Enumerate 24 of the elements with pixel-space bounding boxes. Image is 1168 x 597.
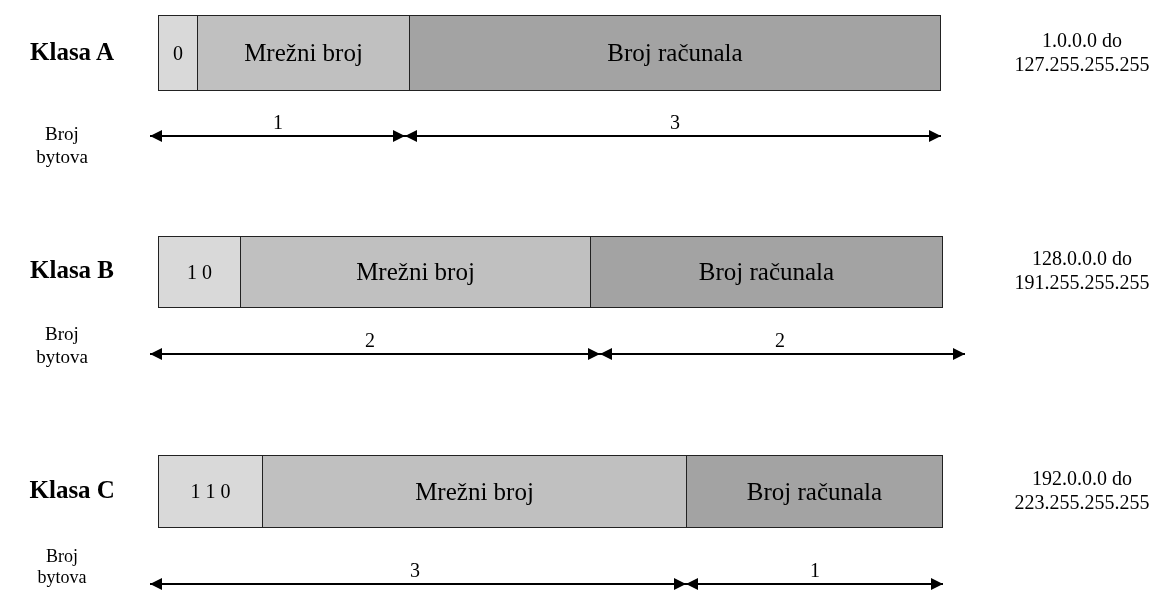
prefix-bits-field: 0 [158, 15, 198, 91]
byte-count-value: 2 [775, 328, 785, 352]
byte-count-label: Broj bytova [36, 545, 88, 589]
prefix-bits-field: 1 0 [158, 236, 241, 308]
address-range-label: 192.0.0.0 do 223.255.255.255 [1013, 466, 1151, 514]
byte-count-value: 3 [410, 558, 420, 582]
network-number-field: Mrežni broj [262, 455, 687, 528]
address-range-label: 1.0.0.0 do 127.255.255.255 [1013, 28, 1151, 76]
host-number-field: Broj računala [590, 236, 943, 308]
byte-count-value: 3 [670, 110, 680, 134]
byte-count-value: 2 [365, 328, 375, 352]
byte-count-label: Broj bytova [35, 123, 89, 169]
class-label: Klasa A [30, 37, 115, 67]
address-range-label: 128.0.0.0 do 191.255.255.255 [1013, 246, 1151, 294]
byte-count-value: 1 [273, 110, 283, 134]
host-number-field: Broj računala [409, 15, 941, 91]
prefix-bits-field: 1 1 0 [158, 455, 263, 528]
class-label: Klasa B [30, 255, 115, 285]
network-number-field: Mrežni broj [240, 236, 591, 308]
network-number-field: Mrežni broj [197, 15, 410, 91]
byte-count-label: Broj bytova [35, 323, 89, 369]
host-number-field: Broj računala [686, 455, 943, 528]
byte-count-value: 1 [810, 558, 820, 582]
class-label: Klasa C [29, 475, 115, 505]
